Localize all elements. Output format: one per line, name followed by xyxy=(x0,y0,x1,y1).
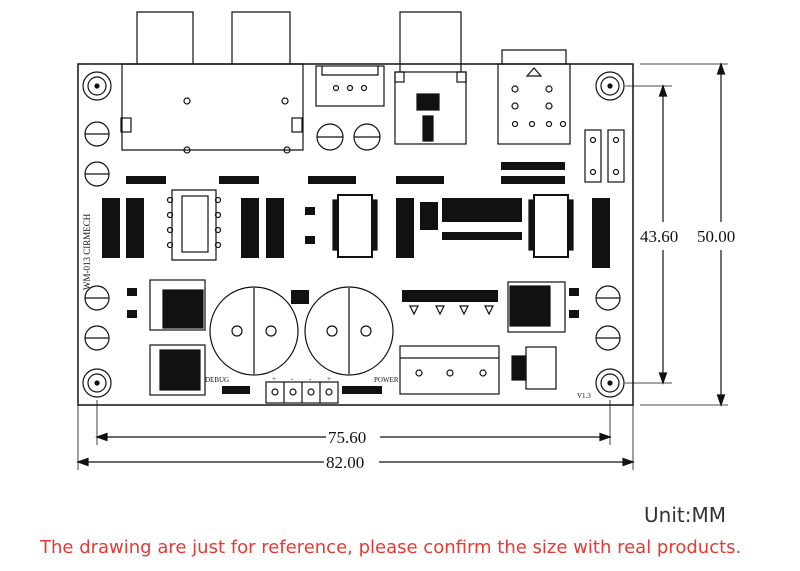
dim-width-label: 82.00 xyxy=(326,453,364,472)
chip-center xyxy=(332,194,378,258)
regulator-right xyxy=(507,281,566,333)
electrolytic-capacitor-right xyxy=(304,286,394,376)
board-model-text: WM-013 CIRMECH xyxy=(82,213,92,290)
jst-header-top xyxy=(315,65,385,107)
terminal-block xyxy=(399,345,500,395)
dim-hole-height xyxy=(658,84,668,385)
dim-hole-span xyxy=(95,432,612,442)
terminal-mark-1: + xyxy=(272,375,276,383)
pcb-outline xyxy=(77,63,634,406)
dim-hole-height-label: 43.60 xyxy=(640,227,678,246)
power-label: POWER xyxy=(374,376,399,384)
dim-width xyxy=(76,457,635,467)
terminal-mark-4: + xyxy=(327,375,331,383)
extension-lines xyxy=(77,63,728,470)
to252-regulator xyxy=(511,346,557,390)
terminal-mark-2: - xyxy=(291,375,294,383)
small-capacitors xyxy=(84,121,621,351)
dip8-socket xyxy=(166,189,222,261)
chip-right xyxy=(528,194,574,258)
regulator-left-top xyxy=(149,279,206,331)
debug-label: DEBUG xyxy=(205,376,229,384)
diode-marks xyxy=(409,305,494,316)
regulator-left-bottom xyxy=(149,344,206,396)
mounting-hole-top-right xyxy=(595,71,625,101)
electrolytic-capacitor-left xyxy=(209,286,299,376)
smd-pads xyxy=(102,162,610,318)
mounting-hole-bottom-left xyxy=(82,368,112,398)
xlr-connector-right xyxy=(120,11,303,154)
unit-label: Unit:MM xyxy=(644,503,726,527)
xlr-connector-left xyxy=(121,11,304,151)
usb-b-connector xyxy=(394,11,467,145)
dim-height xyxy=(716,62,726,407)
reference-note: The drawing are just for reference, plea… xyxy=(40,537,742,558)
dim-hole-span-label: 75.60 xyxy=(328,428,366,447)
board-version-text: V1.3 xyxy=(577,392,591,400)
terminal-mark-3: - xyxy=(309,375,312,383)
ethernet-connector xyxy=(497,49,571,145)
jumper-right xyxy=(584,129,625,183)
header-bottom xyxy=(222,381,382,404)
dim-height-label: 50.00 xyxy=(697,227,735,246)
mounting-hole-bottom-right xyxy=(595,368,625,398)
mounting-hole-top-left xyxy=(82,71,112,101)
